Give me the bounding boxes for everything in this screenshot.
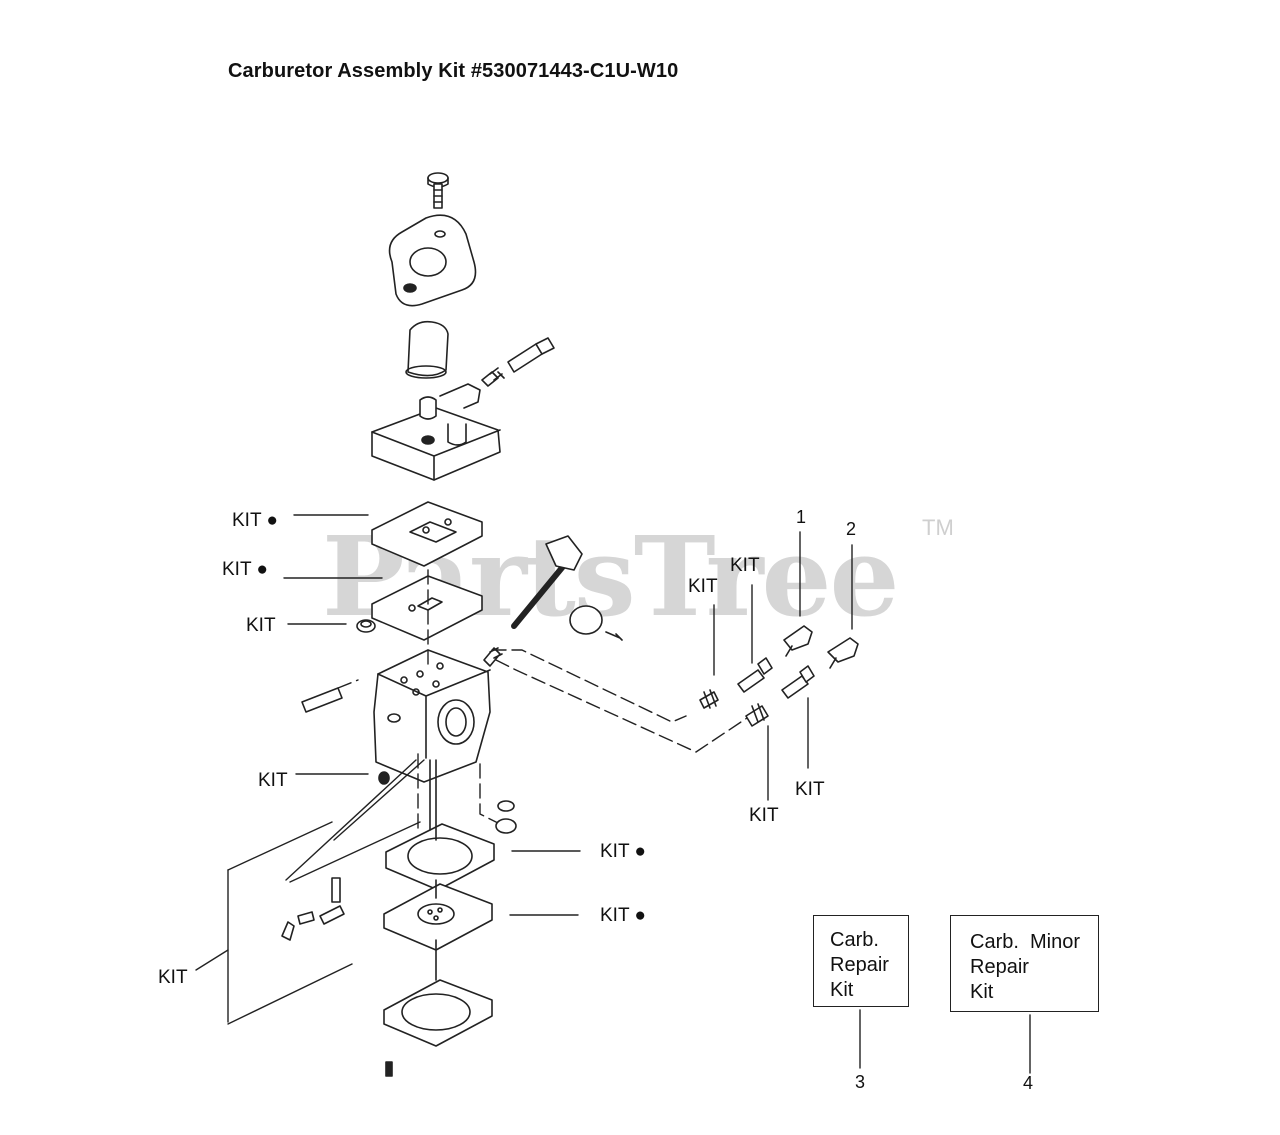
adjust-screw-top bbox=[481, 337, 555, 387]
kit-label-jet-right: KIT bbox=[795, 779, 825, 800]
pump-cover bbox=[371, 383, 501, 481]
small-plug bbox=[378, 771, 390, 785]
kit-label-body-plug: KIT bbox=[258, 770, 288, 791]
primer-bulb bbox=[405, 320, 449, 379]
bottom-cover bbox=[383, 979, 493, 1047]
bottom-screw bbox=[385, 1061, 393, 1077]
metering-diaphragm bbox=[383, 883, 493, 951]
pump-diaphragm bbox=[385, 823, 495, 891]
box-line: Carb. bbox=[830, 929, 879, 951]
callout-1: 1 bbox=[796, 507, 807, 527]
box-line: Repair bbox=[970, 956, 1029, 978]
kit-label-metering-diaphragm: KIT ● bbox=[600, 905, 646, 926]
callout-4: 4 bbox=[1023, 1073, 1034, 1093]
carb-minor-repair-kit-box: Carb. Minor Repair Kit bbox=[950, 915, 1099, 1012]
carb-repair-kit-box: Carb. Repair Kit bbox=[813, 915, 909, 1007]
kit-label-small-parts: KIT bbox=[158, 967, 188, 988]
gasket-1 bbox=[371, 501, 483, 567]
jet-right bbox=[745, 665, 815, 727]
box-line: Kit bbox=[970, 981, 994, 1003]
callout-3: 3 bbox=[855, 1072, 866, 1092]
flange-cover bbox=[388, 214, 477, 307]
small-parts-group bbox=[281, 877, 345, 941]
kit-label-jet-mid: KIT bbox=[730, 555, 760, 576]
top-screw bbox=[427, 172, 449, 209]
jet-left bbox=[699, 657, 773, 709]
diagram-title: Carburetor Assembly Kit #530071443-C1U-W… bbox=[228, 60, 679, 82]
callout-2: 2 bbox=[846, 519, 857, 539]
kit-label-jet-left: KIT bbox=[688, 576, 718, 597]
carburetor-body bbox=[373, 649, 491, 783]
idle-pin bbox=[301, 687, 343, 713]
kit-label-gasket-2: KIT ● bbox=[222, 559, 268, 580]
throttle-shaft bbox=[511, 535, 623, 641]
leader-lines bbox=[195, 514, 1031, 1074]
kit-label-plug: KIT bbox=[246, 615, 276, 636]
trademark-mark: TM bbox=[922, 515, 954, 540]
box-line: Carb. Minor bbox=[970, 931, 1081, 953]
alignment-lines bbox=[337, 569, 751, 835]
kit-label-jet-bottom: KIT bbox=[749, 805, 779, 826]
box-line: Kit bbox=[830, 979, 854, 1001]
kit-label-gasket-1: KIT ● bbox=[232, 510, 278, 531]
kit-label-pump-diaphragm: KIT ● bbox=[600, 841, 646, 862]
limiter-cap-2 bbox=[827, 637, 859, 669]
gasket-2 bbox=[371, 575, 483, 641]
limiter-cap-1 bbox=[783, 625, 813, 657]
box-line: Repair bbox=[830, 954, 889, 976]
